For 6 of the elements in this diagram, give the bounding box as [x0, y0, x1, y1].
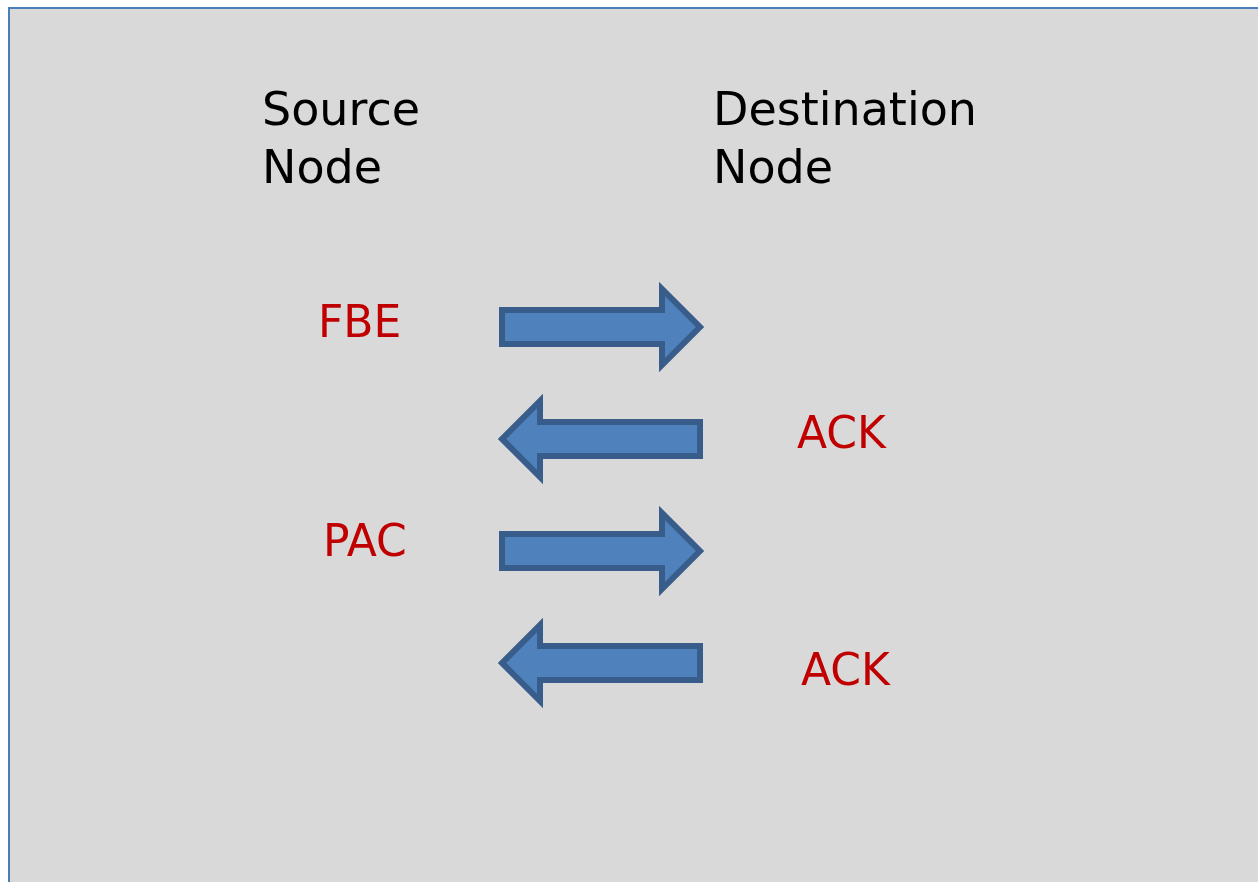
message-label: FBE: [318, 296, 403, 348]
message-label: ACK: [801, 644, 892, 696]
message-label: PAC: [323, 515, 408, 567]
column-heading: Source Node: [262, 81, 421, 196]
column-heading: Destination Node: [713, 81, 978, 196]
message-label: ACK: [797, 407, 888, 459]
